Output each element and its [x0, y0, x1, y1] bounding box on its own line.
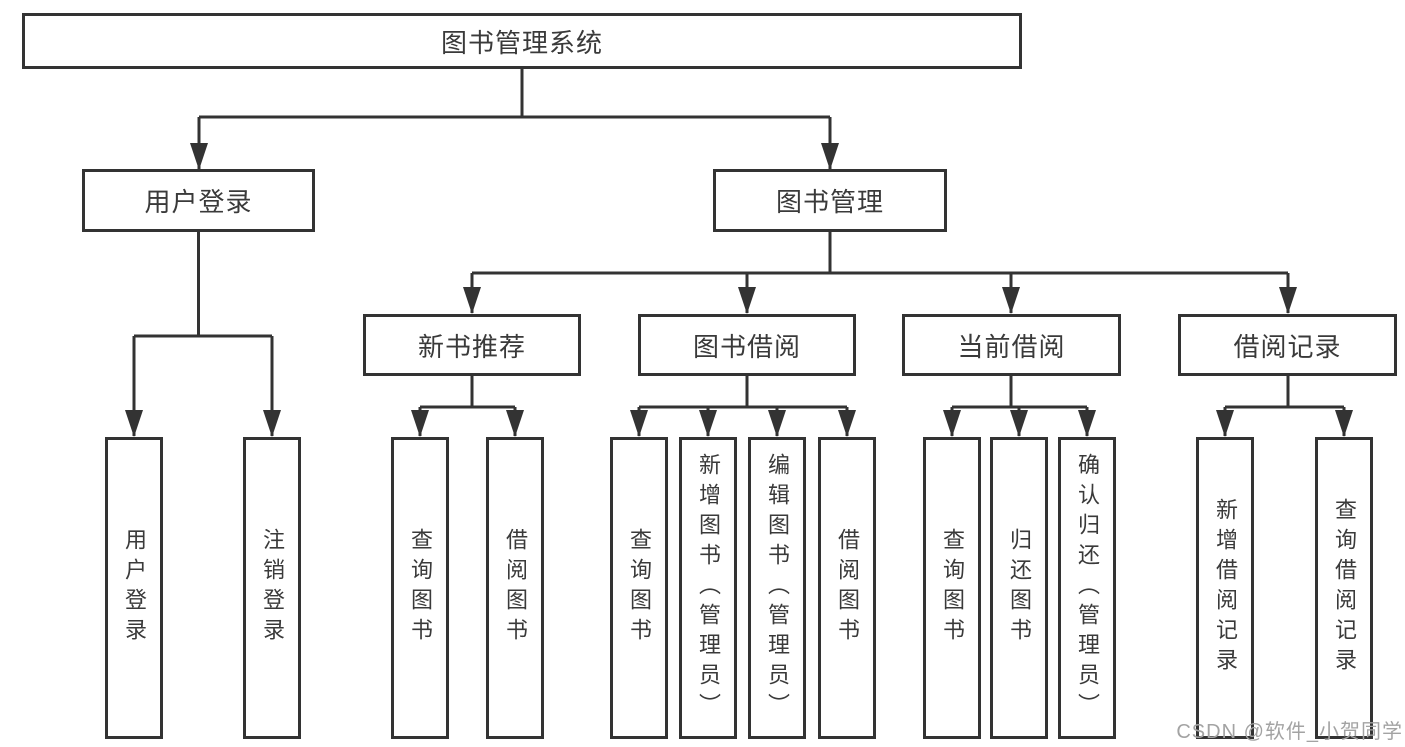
arrow-stems [125, 117, 1353, 437]
node-book-management: 图书管理 [713, 169, 947, 232]
node-label: 用户登录 [122, 528, 147, 648]
node-label: 注销登录 [260, 528, 285, 648]
node-label: 图书借阅 [692, 331, 801, 362]
node-library-management-system: 图书管理系统 [22, 13, 1022, 69]
node-label: 查询借阅记录 [1332, 498, 1357, 678]
leaf-cb-confirm-return-admin: 确认归还（管理员） [1058, 437, 1116, 739]
leaf-nbr-query-books: 查询图书 [391, 437, 449, 739]
node-label: 查询图书 [627, 528, 652, 648]
node-current-borrowing: 当前借阅 [902, 314, 1121, 376]
node-label: 编辑图书（管理员） [765, 453, 790, 723]
leaf-br-add-record: 新增借阅记录 [1196, 437, 1254, 739]
node-label: 新增图书（管理员） [696, 453, 721, 723]
node-book-borrowing: 图书借阅 [638, 314, 856, 376]
node-label: 查询图书 [940, 528, 965, 648]
node-user-login: 用户登录 [82, 169, 315, 232]
leaf-cb-query-books: 查询图书 [923, 437, 981, 739]
leaf-br-query-record: 查询借阅记录 [1315, 437, 1373, 739]
node-label: 图书管理 [775, 187, 884, 217]
node-label: 借阅图书 [503, 528, 528, 648]
leaf-bb-edit-books-admin: 编辑图书（管理员） [748, 437, 806, 739]
connector-elbows [134, 69, 1344, 409]
csdn-watermark: CSDN @软件_小贺同学 [1176, 721, 1403, 743]
node-label: 确认归还（管理员） [1075, 453, 1100, 723]
leaf-bb-borrow-books: 借阅图书 [818, 437, 876, 739]
node-borrowing-records: 借阅记录 [1178, 314, 1397, 376]
node-new-book-recommendation: 新书推荐 [363, 314, 581, 376]
node-label: 查询图书 [408, 528, 433, 648]
leaf-nbr-borrow-books: 借阅图书 [486, 437, 544, 739]
leaf-bb-add-books-admin: 新增图书（管理员） [679, 437, 737, 739]
node-label: 当前借阅 [957, 331, 1066, 362]
leaf-cb-return-books: 归还图书 [990, 437, 1048, 739]
node-label: 新增借阅记录 [1213, 498, 1238, 678]
node-label: 借阅记录 [1233, 331, 1342, 362]
node-label: 归还图书 [1007, 528, 1032, 648]
leaf-logout: 注销登录 [243, 437, 301, 739]
leaf-bb-query-books: 查询图书 [610, 437, 668, 739]
node-label: 图书管理系统 [440, 27, 603, 58]
node-label: 借阅图书 [835, 528, 860, 648]
leaf-user-login: 用户登录 [105, 437, 163, 739]
node-label: 新书推荐 [417, 331, 526, 362]
node-label: 用户登录 [144, 187, 253, 217]
